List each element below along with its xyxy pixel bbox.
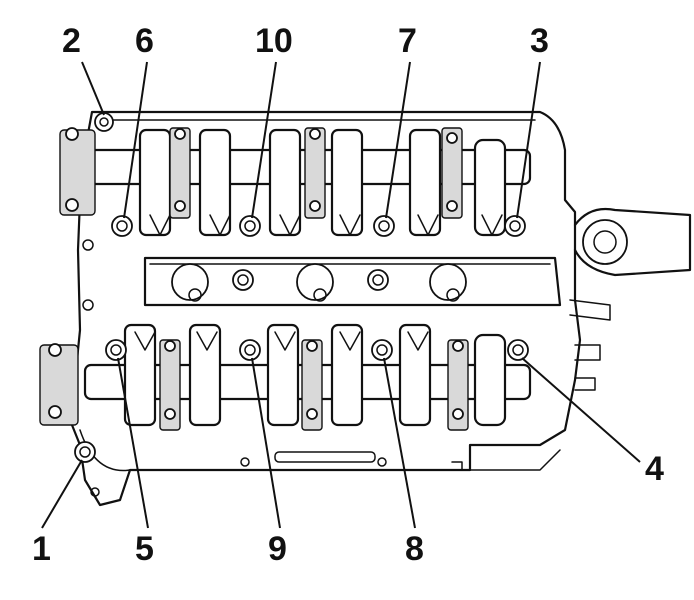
- upper-cam-bearings: [138, 128, 507, 237]
- spark-plug-well-3: [296, 263, 334, 302]
- lower-cam-bearings: [123, 323, 507, 427]
- bolt-5: [105, 339, 127, 361]
- bolt-9: [239, 339, 261, 361]
- bolt-1: [74, 441, 96, 463]
- callout-2: 2: [62, 22, 81, 60]
- upper-cam-caps: [169, 127, 463, 219]
- lower-camshaft: [39, 323, 532, 431]
- upper-cap-front: [59, 127, 96, 216]
- bolt-3: [504, 215, 526, 237]
- lower-rocker-pads: [134, 331, 429, 351]
- callout-labels: 2 6 10 7 3 1 5 9 8 4: [32, 22, 664, 568]
- callout-4: 4: [645, 450, 664, 488]
- upper-rocker-pads: [149, 214, 503, 236]
- spark-plug-well-2: [232, 269, 254, 291]
- bolts: [74, 112, 529, 463]
- lower-cam-caps: [159, 339, 469, 431]
- upper-camshaft: [59, 127, 532, 237]
- callout-7: 7: [398, 22, 417, 60]
- leader-lines: [41, 61, 641, 529]
- callout-3: 3: [530, 22, 549, 60]
- callout-10: 10: [255, 22, 293, 60]
- callout-9: 9: [268, 530, 287, 568]
- bolt-6: [111, 215, 133, 237]
- bolt-8: [371, 339, 393, 361]
- spark-plug-well-5: [429, 263, 467, 302]
- callout-1: 1: [32, 530, 51, 568]
- callout-8: 8: [405, 530, 424, 568]
- callout-5: 5: [135, 530, 154, 568]
- bolt-10: [239, 215, 261, 237]
- lower-cap-front: [39, 343, 79, 426]
- bolt-7: [373, 215, 395, 237]
- bolt-4: [507, 339, 529, 361]
- spark-plug-well-4: [367, 269, 389, 291]
- spark-plug-well-1: [171, 263, 209, 302]
- spark-plug-gallery: [143, 256, 562, 307]
- bolt-2: [94, 112, 114, 132]
- side-accessory: [569, 207, 692, 391]
- callout-6: 6: [135, 22, 154, 60]
